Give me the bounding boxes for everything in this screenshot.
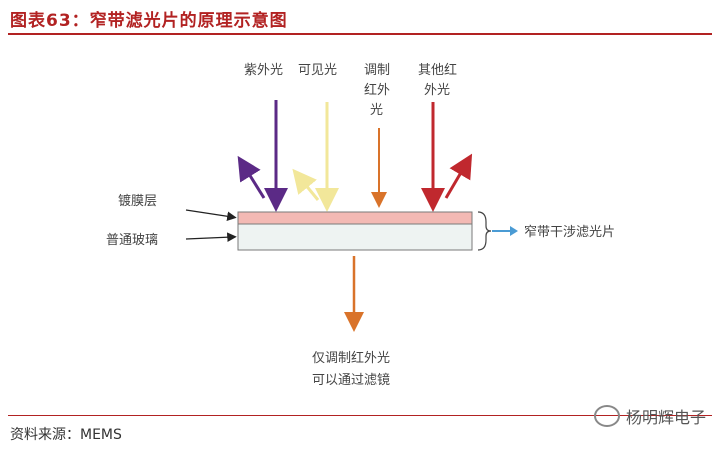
label-visible-light: 可见光	[298, 63, 337, 78]
uv-reflected-arrow	[237, 155, 266, 199]
visible-reflected-arrow	[292, 168, 320, 201]
label-output-line1: 仅调制红外光	[312, 350, 390, 366]
coating-pointer-arrow	[185, 209, 237, 222]
label-narrowband-filter: 窄带干涉滤光片	[524, 224, 615, 240]
label-other-ir-line1: 其他红	[418, 62, 457, 78]
figure-title: 图表63：窄带滤光片的原理示意图	[10, 11, 288, 31]
label-other-ir-line2: 外光	[424, 83, 450, 98]
glass-layer	[237, 223, 473, 251]
glass-pointer-arrow	[185, 232, 237, 243]
label-modulated-ir-line1: 调制	[364, 63, 390, 78]
footer-rule	[8, 415, 712, 416]
label-output-line2: 可以通过滤镜	[312, 373, 390, 388]
label-uv-light: 紫外光	[244, 63, 283, 78]
filter-brace	[477, 211, 492, 251]
watermark-text: 杨明辉电子	[625, 408, 706, 427]
wechat-bubble-icon	[593, 405, 620, 427]
label-glass-layer: 普通玻璃	[106, 233, 158, 248]
title-underline	[8, 33, 712, 35]
other-ir-reflected-arrow	[444, 153, 473, 199]
coating-layer	[237, 211, 473, 225]
source-note: 资料来源：MEMS	[10, 427, 122, 443]
watermark: 杨明辉电子	[593, 404, 706, 428]
label-modulated-ir-line2: 红外	[364, 82, 390, 98]
label-modulated-ir-line3: 光	[370, 103, 383, 118]
brace-arrow-head	[510, 226, 518, 236]
label-coating-layer: 镀膜层	[118, 193, 157, 209]
